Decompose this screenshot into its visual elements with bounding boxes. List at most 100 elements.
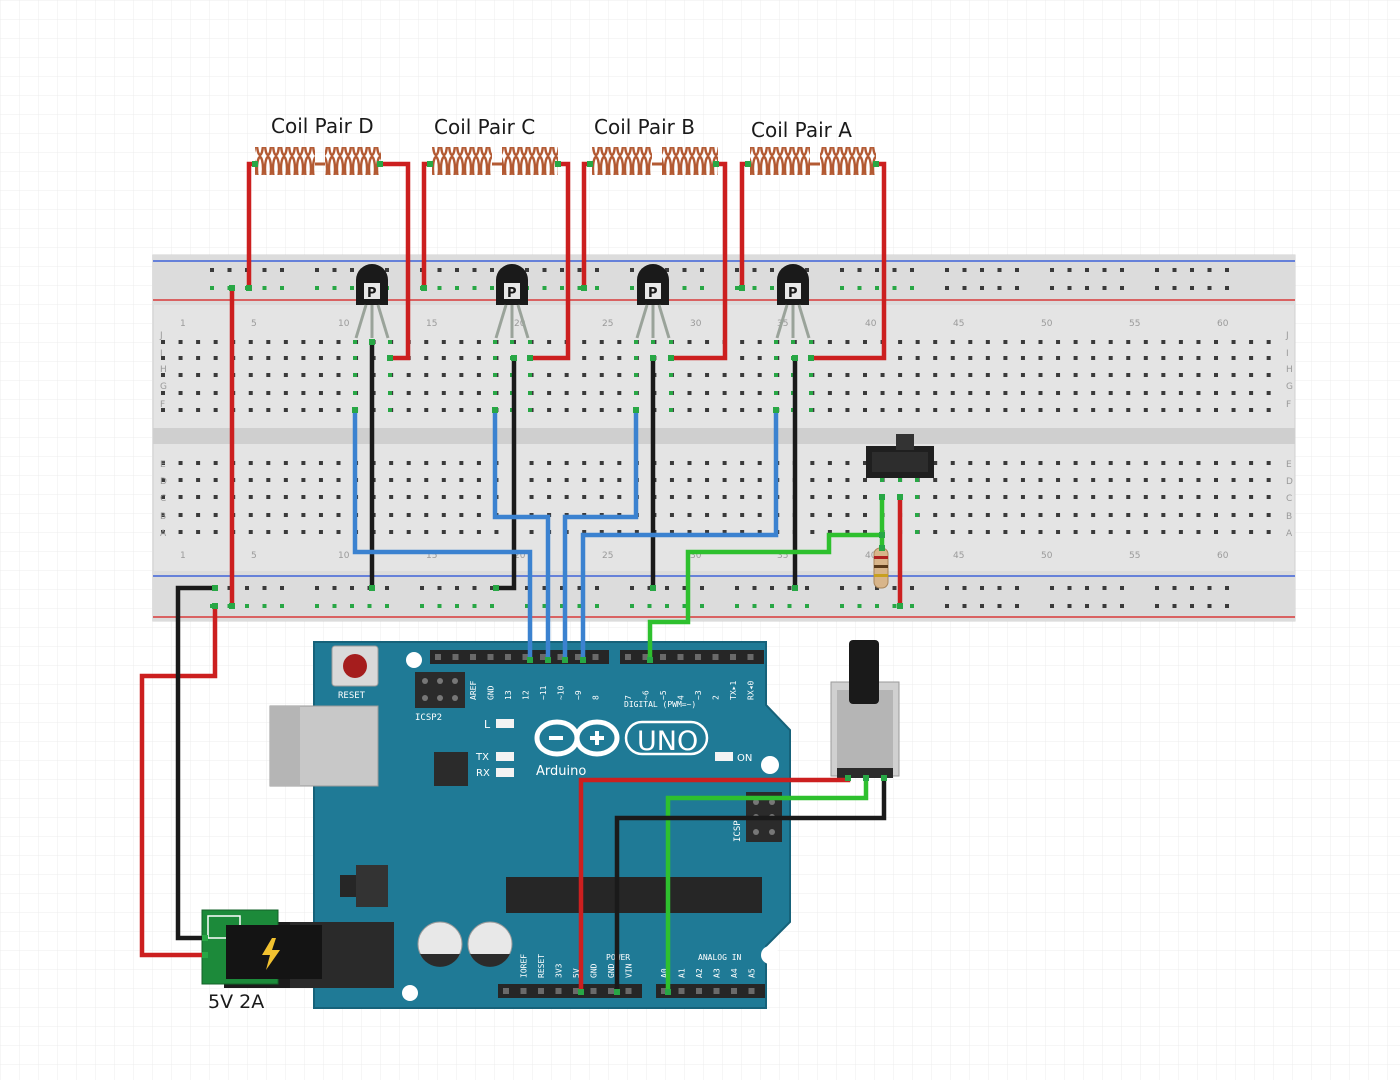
header-pin[interactable] <box>747 654 754 660</box>
header-pin[interactable] <box>538 988 544 994</box>
breadboard-center-channel <box>153 428 1295 444</box>
row-letter: B <box>1286 512 1292 522</box>
base-a-blue-wire <box>580 410 779 660</box>
header-pin[interactable] <box>713 988 720 994</box>
pin-label: GND <box>590 963 599 978</box>
header-pin[interactable] <box>520 988 527 994</box>
column-number: 25 <box>602 319 613 329</box>
pin-label: VIN <box>625 963 634 978</box>
header-pin[interactable] <box>435 654 441 660</box>
icsp-label: ICSP <box>733 820 743 842</box>
column-number: 60 <box>1217 551 1229 561</box>
column-number: 55 <box>1129 551 1140 561</box>
pin-label: ~5 <box>659 690 668 700</box>
pin-label: RESET <box>537 954 546 978</box>
header-pin[interactable] <box>592 654 599 660</box>
header-pin[interactable] <box>695 654 701 660</box>
header-pin[interactable] <box>555 988 562 994</box>
icsp2-label: ICSP2 <box>415 713 442 723</box>
pnp-transistor: P <box>775 264 811 339</box>
pin-label: 4 <box>677 695 686 700</box>
coil-label: Coil Pair B <box>594 115 695 139</box>
pnp-transistor: P <box>635 264 671 339</box>
uno-logo-frame <box>624 720 709 756</box>
header-pin[interactable] <box>452 654 459 660</box>
pin-label: 2 <box>712 695 721 700</box>
pin-label: GND <box>607 963 616 978</box>
column-number: 10 <box>338 319 350 329</box>
pin-label: A0 <box>660 968 669 978</box>
led-tx <box>496 752 514 761</box>
header-pin[interactable] <box>522 654 529 660</box>
header-pin[interactable] <box>625 988 632 994</box>
wire-group <box>139 161 903 995</box>
header-pin[interactable] <box>590 988 597 994</box>
coil-d-wire-right <box>380 161 411 361</box>
column-number: 1 <box>180 551 186 561</box>
header-pin[interactable] <box>731 988 737 994</box>
header-pin[interactable] <box>678 988 685 994</box>
header-pin[interactable] <box>660 654 666 660</box>
column-number: 50 <box>1041 319 1053 329</box>
header-pin[interactable] <box>540 654 546 660</box>
pnp-transistor: P <box>354 264 390 339</box>
lightning-icon <box>262 938 280 970</box>
coil-pair <box>742 147 884 175</box>
header-pin[interactable] <box>608 988 614 994</box>
header-pin[interactable] <box>470 654 476 660</box>
pin-label: 12 <box>522 690 531 700</box>
column-number: 45 <box>953 551 964 561</box>
row-letter: B <box>160 512 166 522</box>
header-pin[interactable] <box>712 654 719 660</box>
column-number: 30 <box>690 319 702 329</box>
icsp2-header <box>415 672 465 708</box>
column-number: 40 <box>865 319 877 329</box>
column-number: 55 <box>1129 319 1140 329</box>
coil-label: Coil Pair C <box>434 115 535 139</box>
power-supply-label: 5V 2A <box>208 991 264 1013</box>
slide-switch[interactable] <box>866 434 934 478</box>
header-pin[interactable] <box>625 654 631 660</box>
header-pin[interactable] <box>748 988 755 994</box>
header-pin[interactable] <box>696 988 702 994</box>
power-supply-module <box>201 909 322 985</box>
header-pin[interactable] <box>642 654 649 660</box>
coil-label: Coil Pair A <box>751 118 852 142</box>
header-pin[interactable] <box>503 988 509 994</box>
pin-label: A5 <box>748 968 757 978</box>
potentiometer[interactable] <box>830 640 900 778</box>
reset-button[interactable] <box>331 645 379 687</box>
led-on-label: ON <box>737 753 752 764</box>
switch-signal-wire <box>647 497 885 660</box>
base-c-blue-wire <box>492 410 551 660</box>
header-pin[interactable] <box>575 654 581 660</box>
header-pin[interactable] <box>661 988 667 994</box>
transistor-mark: P <box>648 286 658 301</box>
base-b-blue-wire <box>562 410 639 660</box>
column-number: 15 <box>426 551 437 561</box>
header-pin[interactable] <box>677 654 684 660</box>
header-pin[interactable] <box>573 988 579 994</box>
row-letter: D <box>1286 477 1293 487</box>
pin-label: 8 <box>592 695 601 700</box>
pot-ground-wire <box>614 778 887 992</box>
header-pin[interactable] <box>505 654 511 660</box>
breadboard-bottom-power-rail <box>153 571 1295 621</box>
header-pin[interactable] <box>487 654 494 660</box>
pin-label: RX◂0 <box>747 681 756 700</box>
led-on <box>715 752 733 761</box>
pin-label: A2 <box>695 968 704 978</box>
column-number: 25 <box>602 551 613 561</box>
pin-label: 7 <box>624 695 633 700</box>
coil-group <box>247 147 884 175</box>
header-pin[interactable] <box>730 654 736 660</box>
coil-b-wire-right <box>671 161 728 361</box>
header-pin[interactable] <box>557 654 564 660</box>
row-letter: J <box>159 331 163 341</box>
led-l <box>496 719 514 728</box>
led-tx-label: TX <box>475 752 489 763</box>
column-number: 10 <box>338 551 350 561</box>
atmega-microcontroller <box>506 877 762 913</box>
